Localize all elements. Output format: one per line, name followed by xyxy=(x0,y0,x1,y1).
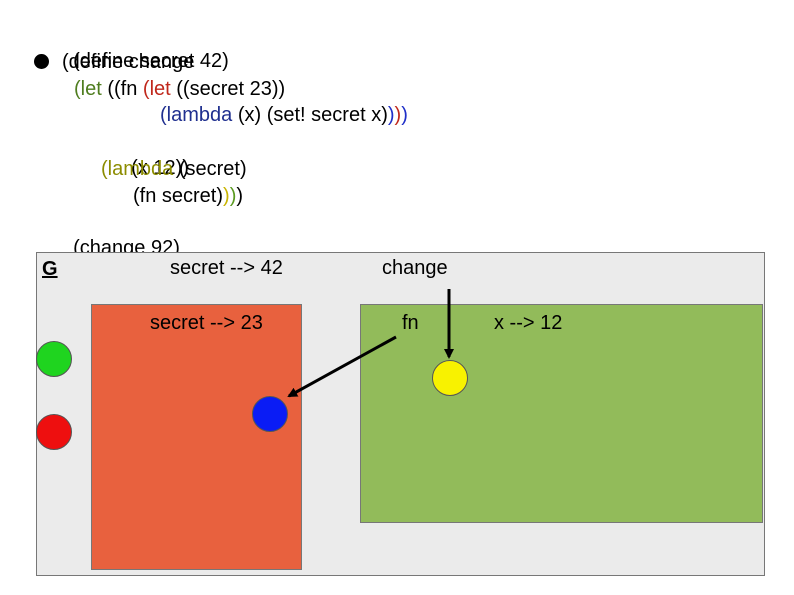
code-text: (define secret 42) xyxy=(73,50,229,72)
code-line-7: (fn secret)))) xyxy=(133,183,243,209)
paren-green: ( xyxy=(74,78,81,100)
code-line-4: (lambda (x) (set! secret x)))) xyxy=(160,102,408,128)
keyword-lambda: lambda xyxy=(166,104,233,126)
global-frame-label: G xyxy=(42,258,58,280)
close-paren-blue-2: ) xyxy=(401,104,408,126)
code-text: (x) (set! secret x) xyxy=(232,104,388,126)
blue-procedure-dot xyxy=(252,396,288,432)
close-paren-black: ) xyxy=(236,185,244,207)
code-text: (secret) xyxy=(173,158,247,180)
code-text: (fn secret) xyxy=(133,185,224,207)
close-paren-red: ) xyxy=(394,104,402,126)
code-text: ((fn xyxy=(101,78,143,100)
green-procedure-dot xyxy=(36,341,72,377)
keyword-let-inner: let xyxy=(149,78,171,100)
code-line-5: (x 12)) xyxy=(120,129,189,181)
paren-red: ( xyxy=(142,78,150,100)
inner-secret-binding: secret --> 23 xyxy=(150,312,263,334)
paren-blue: ( xyxy=(160,104,167,126)
change-binding-label: change xyxy=(382,257,448,279)
let-environment-frame xyxy=(91,304,302,570)
code-line-1: (define secret 42) xyxy=(62,22,229,74)
fn-to-blue-arrow xyxy=(287,335,397,398)
code-line-3: (let ((fn (let ((secret 23)) xyxy=(74,76,285,102)
keyword-let: let xyxy=(80,78,102,100)
code-text: change xyxy=(123,51,195,73)
global-secret-binding: secret --> 42 xyxy=(170,257,283,279)
paren: ( xyxy=(62,51,69,73)
red-procedure-dot xyxy=(36,414,72,450)
code-text: ((secret 23)) xyxy=(170,78,286,100)
breakpoint-bullet xyxy=(34,54,49,69)
code-line-2: (define change xyxy=(62,49,194,75)
outer-let-environment-frame xyxy=(360,304,763,523)
close-paren-blue: ) xyxy=(387,104,395,126)
keyword-define: define xyxy=(68,51,124,73)
close-paren-yellow: ) xyxy=(223,185,230,207)
code-text: (x 12)) xyxy=(131,157,189,179)
yellow-procedure-dot xyxy=(432,360,468,396)
x-binding: x --> 12 xyxy=(494,312,563,334)
code-line-6: (lambda (secret) xyxy=(101,156,247,182)
paren-olive: ( xyxy=(101,158,108,180)
fn-binding-label: fn xyxy=(402,312,419,334)
keyword-lambda-2: lambda xyxy=(107,158,174,180)
close-paren-green: ) xyxy=(229,185,237,207)
